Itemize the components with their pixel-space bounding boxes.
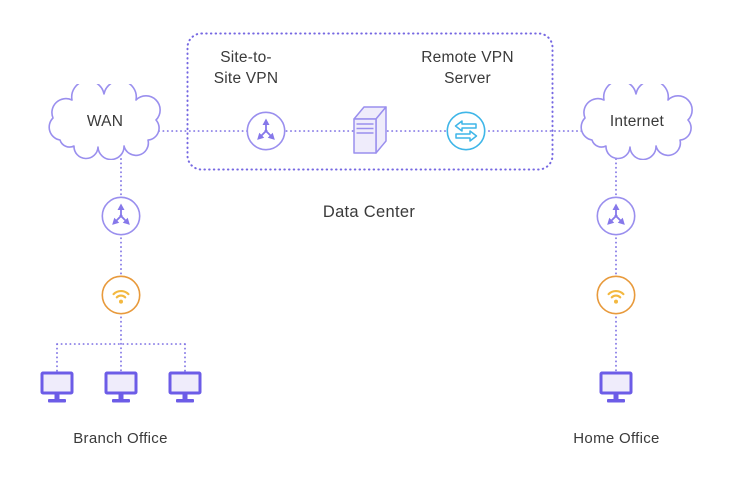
branch-monitor-icon-3: [168, 371, 202, 403]
vpn-arrow-right: [455, 130, 478, 142]
branch-router-icon: [101, 196, 141, 236]
vpn-ring: [446, 111, 486, 151]
data-center-label: Data Center: [322, 203, 416, 221]
internet-label: Internet: [609, 113, 665, 130]
home-wifi-access-point-icon: [596, 275, 636, 315]
vpn-arrow-left: [454, 120, 477, 132]
internet-cloud-icon: [580, 84, 693, 160]
remote-vpn-server-label-line1: Remote VPN: [421, 49, 514, 66]
remote-vpn-server-label: Remote VPN Server: [405, 47, 530, 89]
vpn-tunnel-icon: [446, 111, 486, 151]
branch-monitor-icon-2: [104, 371, 138, 403]
wan-cloud-icon: [48, 84, 161, 160]
router-arrows: [257, 118, 275, 140]
branch-monitor-icon-1: [40, 371, 74, 403]
server-icon: [353, 106, 387, 154]
site-to-site-vpn-label-line1: Site-to-: [220, 49, 272, 66]
home-office-label: Home Office: [573, 430, 660, 447]
wan-label: WAN: [86, 113, 124, 130]
router-arrows: [112, 203, 130, 225]
home-monitor-icon: [599, 371, 633, 403]
site-to-site-vpn-label: Site-to- Site VPN: [190, 47, 302, 89]
home-router-icon: [596, 196, 636, 236]
router-arrows: [607, 203, 625, 225]
remote-vpn-server-label-line2: Server: [444, 70, 491, 87]
server-front-face: [353, 118, 377, 154]
branch-office-label: Branch Office: [73, 430, 168, 447]
site-to-site-router-icon: [246, 111, 286, 151]
branch-wifi-access-point-icon: [101, 275, 141, 315]
data-center-boundary: [186, 32, 554, 171]
site-to-site-vpn-label-line2: Site VPN: [213, 70, 279, 87]
